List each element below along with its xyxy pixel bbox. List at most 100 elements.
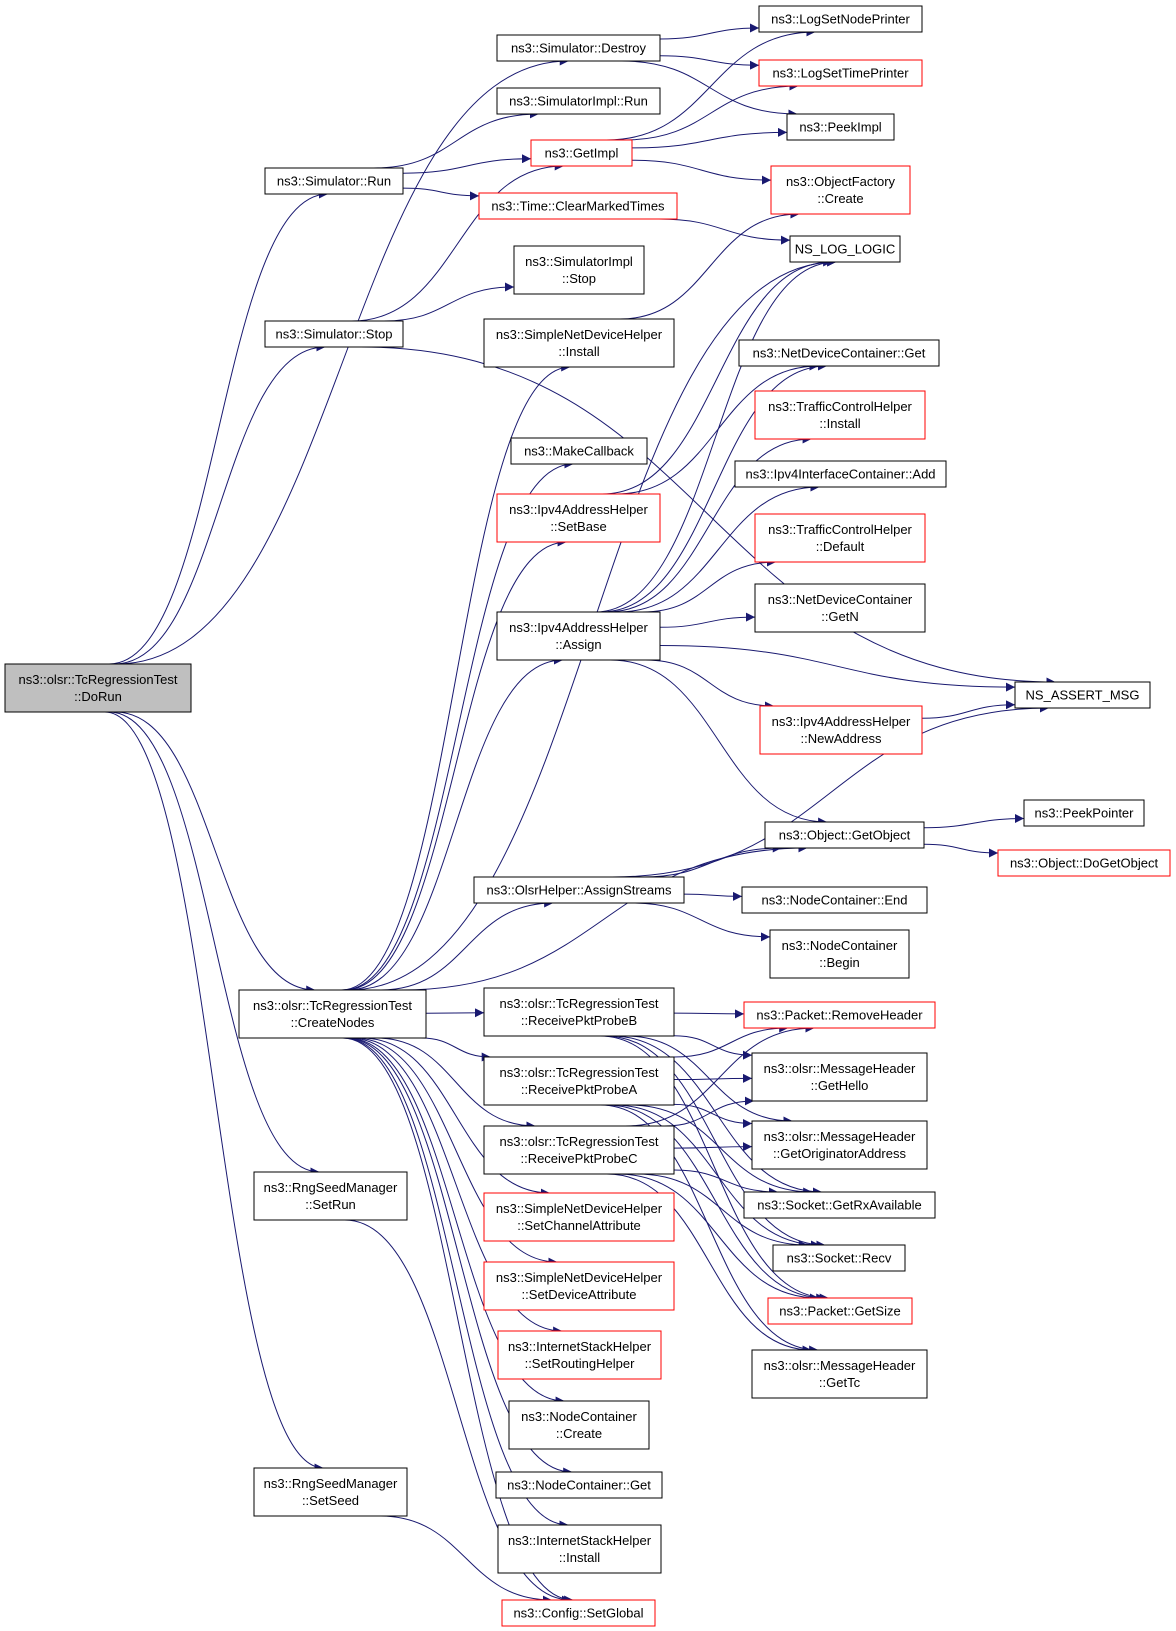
node-obj-dogetobject[interactable]: ns3::Object::DoGetObject bbox=[997, 849, 1171, 877]
node-olsrh-assign[interactable]: ns3::OlsrHelper::AssignStreams bbox=[473, 876, 685, 904]
call-edge-probe_c-to-sock_recv bbox=[636, 1173, 808, 1250]
node-label: ::GetTc bbox=[819, 1375, 861, 1390]
node-label: ::Install bbox=[559, 1550, 600, 1565]
node-config-setglobal[interactable]: ns3::Config::SetGlobal bbox=[501, 1599, 656, 1627]
node-sndh-setchan[interactable]: ns3::SimpleNetDeviceHelper::SetChannelAt… bbox=[483, 1192, 675, 1242]
node-getimpl[interactable]: ns3::GetImpl bbox=[530, 139, 633, 167]
node-box bbox=[501, 1599, 656, 1627]
node-box bbox=[734, 460, 947, 488]
node-peekimpl[interactable]: ns3::PeekImpl bbox=[786, 113, 895, 141]
node-label: ::CreateNodes bbox=[291, 1015, 375, 1030]
call-edge-olsrh_assign-to-nc_end bbox=[683, 891, 743, 901]
call-edge-getimpl-to-log_node bbox=[606, 27, 816, 141]
node-probe-c[interactable]: ns3::olsr::TcRegressionTest::ReceivePktP… bbox=[483, 1125, 675, 1175]
node-ipv4ah-newaddr[interactable]: ns3::Ipv4AddressHelper::NewAddress bbox=[759, 705, 923, 755]
node-sock-recv[interactable]: ns3::Socket::Recv bbox=[772, 1244, 906, 1272]
call-edge-createnodes-to-sndh_setdev bbox=[354, 1037, 558, 1267]
node-simimpl-stop[interactable]: ns3::SimulatorImpl::Stop bbox=[513, 245, 645, 295]
node-rng-setseed[interactable]: ns3::RngSeedManager::SetSeed bbox=[253, 1467, 408, 1517]
node-label: ns3::NetDeviceContainer::Get bbox=[753, 346, 926, 361]
node-box bbox=[1023, 799, 1145, 827]
call-edge-probe_b-to-sock_recv bbox=[604, 1035, 826, 1250]
node-box bbox=[743, 1001, 936, 1029]
call-edge-createnodes-to-nc_create bbox=[346, 1037, 565, 1406]
node-box bbox=[483, 1125, 675, 1175]
node-label: ns3::olsr::TcRegressionTest bbox=[253, 998, 412, 1013]
node-sndh-setdev[interactable]: ns3::SimpleNetDeviceHelper::SetDeviceAtt… bbox=[483, 1261, 675, 1311]
call-edge-rng_setseed-to-config_setglobal bbox=[379, 1515, 552, 1605]
node-label: ns3::Socket::Recv bbox=[787, 1251, 892, 1266]
node-nc-end[interactable]: ns3::NodeContainer::End bbox=[741, 886, 928, 914]
node-ish-install[interactable]: ns3::InternetStackHelper::Install bbox=[497, 1524, 662, 1574]
node-box bbox=[751, 1349, 928, 1399]
node-nc-get[interactable]: ns3::NodeContainer::Get bbox=[495, 1471, 663, 1499]
node-mh-getorig[interactable]: ns3::olsr::MessageHeader::GetOriginatorA… bbox=[751, 1120, 928, 1170]
node-probe-b[interactable]: ns3::olsr::TcRegressionTest::ReceivePktP… bbox=[483, 987, 675, 1037]
node-label: ns3::TrafficControlHelper bbox=[768, 522, 912, 537]
node-ndc-getn[interactable]: ns3::NetDeviceContainer::GetN bbox=[754, 583, 926, 633]
node-ns-assert-msg[interactable]: NS_ASSERT_MSG bbox=[1014, 681, 1151, 709]
node-label: ::Stop bbox=[562, 271, 596, 286]
node-label: ::DoRun bbox=[74, 689, 122, 704]
node-pkt-removeheader[interactable]: ns3::Packet::RemoveHeader bbox=[743, 1001, 936, 1029]
node-probe-a[interactable]: ns3::olsr::TcRegressionTest::ReceivePktP… bbox=[483, 1056, 675, 1106]
node-nc-create[interactable]: ns3::NodeContainer::Create bbox=[508, 1400, 650, 1450]
node-label: ::GetHello bbox=[811, 1078, 869, 1093]
node-label: ns3::Simulator::Stop bbox=[275, 327, 392, 342]
node-box bbox=[997, 849, 1171, 877]
node-nc-begin[interactable]: ns3::NodeContainer::Begin bbox=[769, 929, 910, 979]
node-ipv4ah-assign[interactable]: ns3::Ipv4AddressHelper::Assign bbox=[496, 611, 661, 661]
node-rng-setrun[interactable]: ns3::RngSeedManager::SetRun bbox=[253, 1171, 408, 1221]
call-edge-probe_c-to-mh_gethello bbox=[664, 1096, 754, 1127]
node-sim-stop[interactable]: ns3::Simulator::Stop bbox=[264, 320, 404, 348]
node-log-node[interactable]: ns3::LogSetNodePrinter bbox=[758, 5, 923, 33]
call-edge-createnodes-to-makecallback bbox=[343, 459, 574, 991]
node-objfactory-create[interactable]: ns3::ObjectFactory::Create bbox=[770, 165, 911, 215]
node-tch-default[interactable]: ns3::TrafficControlHelper::Default bbox=[754, 513, 926, 563]
node-box bbox=[496, 87, 661, 115]
call-edge-probe_b-to-mh_gethello bbox=[673, 1035, 753, 1060]
node-box bbox=[508, 1400, 650, 1450]
node-peekpointer[interactable]: ns3::PeekPointer bbox=[1023, 799, 1145, 827]
call-edge-ipv4ah_assign-to-ndc_get bbox=[600, 361, 828, 613]
call-edge-probe_c-to-pkt_getsize bbox=[617, 1173, 819, 1303]
node-tch-install[interactable]: ns3::TrafficControlHelper::Install bbox=[754, 390, 926, 440]
call-edge-rng_setrun-to-config_setglobal bbox=[344, 1219, 571, 1605]
call-edge-sim_destroy-to-log_node bbox=[659, 23, 760, 40]
call-edge-createnodes-to-probe_a bbox=[420, 1037, 491, 1062]
node-time-clear[interactable]: ns3::Time::ClearMarkedTimes bbox=[478, 192, 678, 220]
call-edge-probe_c-to-pkt_removeheader bbox=[625, 1023, 815, 1127]
node-box bbox=[769, 929, 910, 979]
node-ndc-get[interactable]: ns3::NetDeviceContainer::Get bbox=[738, 339, 940, 367]
node-label: ::ReceivePktProbeA bbox=[521, 1082, 638, 1097]
node-pkt-getsize[interactable]: ns3::Packet::GetSize bbox=[767, 1297, 913, 1325]
node-ish-setrouting[interactable]: ns3::InternetStackHelper::SetRoutingHelp… bbox=[497, 1330, 662, 1380]
node-sim-destroy[interactable]: ns3::Simulator::Destroy bbox=[496, 34, 661, 62]
node-label: ns3::olsr::MessageHeader bbox=[764, 1061, 916, 1076]
node-ns-log-logic[interactable]: NS_LOG_LOGIC bbox=[789, 235, 901, 263]
node-label: ns3::InternetStackHelper bbox=[508, 1339, 652, 1354]
call-edge-probe_c-to-mh_gettc bbox=[606, 1173, 812, 1355]
node-makecallback[interactable]: ns3::MakeCallback bbox=[510, 437, 648, 465]
node-ipv4ah-setbase[interactable]: ns3::Ipv4AddressHelper::SetBase bbox=[496, 493, 661, 543]
node-label: ns3::Object::DoGetObject bbox=[1010, 856, 1159, 871]
node-label: ns3::InternetStackHelper bbox=[508, 1533, 652, 1548]
node-label: ns3::SimulatorImpl::Run bbox=[509, 94, 648, 109]
call-edge-probe_a-to-sock_rxavail bbox=[629, 1104, 813, 1197]
node-label: ns3::olsr::TcRegressionTest bbox=[500, 996, 659, 1011]
node-createnodes[interactable]: ns3::olsr::TcRegressionTest::CreateNodes bbox=[238, 989, 427, 1039]
node-sndh-install[interactable]: ns3::SimpleNetDeviceHelper::Install bbox=[483, 318, 675, 368]
call-edge-dorun-to-sim_stop bbox=[113, 342, 326, 665]
call-edge-probe_b-to-sock_rxavail bbox=[611, 1035, 822, 1197]
node-obj-getobject[interactable]: ns3::Object::GetObject bbox=[764, 821, 925, 849]
node-mh-gethello[interactable]: ns3::olsr::MessageHeader::GetHello bbox=[751, 1052, 928, 1102]
node-sock-rxavail[interactable]: ns3::Socket::GetRxAvailable bbox=[743, 1191, 936, 1219]
node-mh-gettc[interactable]: ns3::olsr::MessageHeader::GetTc bbox=[751, 1349, 928, 1399]
node-sim-run[interactable]: ns3::Simulator::Run bbox=[264, 167, 404, 195]
node-label: ns3::Socket::GetRxAvailable bbox=[757, 1198, 922, 1213]
node-ipv4ic-add[interactable]: ns3::Ipv4InterfaceContainer::Add bbox=[734, 460, 947, 488]
call-edge-createnodes-to-obj_getobject bbox=[401, 843, 808, 991]
node-label: NS_ASSERT_MSG bbox=[1026, 688, 1140, 703]
node-simimpl-run[interactable]: ns3::SimulatorImpl::Run bbox=[496, 87, 661, 115]
node-log-time[interactable]: ns3::LogSetTimePrinter bbox=[758, 59, 923, 87]
